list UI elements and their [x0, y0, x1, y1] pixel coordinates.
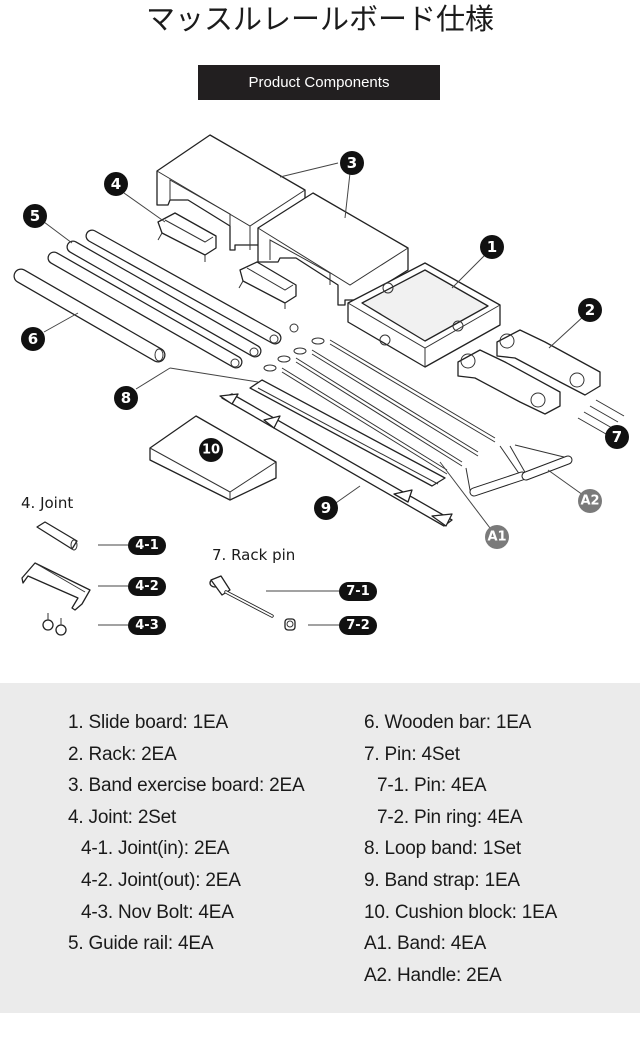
callout-a2: A2 — [578, 489, 602, 513]
spec-list-panel: 1. Slide board: 1EA 2. Rack: 2EA 3. Band e… — [0, 683, 640, 1013]
svg-text:A2: A2 — [580, 494, 599, 509]
svg-text:6: 6 — [28, 330, 38, 348]
callout-9: 9 — [314, 496, 338, 520]
spec-subitem: 7-1. Pin: 4EA — [377, 775, 487, 797]
joint-out-illustration — [21, 562, 91, 611]
spec-item: 3. Band exercise board: 2EA — [68, 775, 305, 797]
svg-text:10: 10 — [202, 443, 220, 458]
svg-text:7: 7 — [612, 428, 622, 446]
pins — [577, 399, 625, 435]
spec-item: 4. Joint: 2Set — [68, 806, 177, 828]
svg-text:3: 3 — [347, 154, 357, 172]
band-exercise-board-2 — [257, 192, 409, 306]
rack-pin-detail: 7. Rack pin 7-1 7-2 — [209, 546, 377, 635]
svg-text:5: 5 — [30, 207, 40, 225]
joint-in-illustration — [36, 521, 78, 551]
svg-text:7-1: 7-1 — [346, 584, 370, 599]
spec-item: 9. Band strap: 1EA — [364, 869, 520, 891]
nov-bolt-illustration — [42, 613, 67, 636]
spec-item: 7. Pin: 4Set — [364, 743, 460, 765]
svg-text:7-2: 7-2 — [346, 618, 370, 633]
svg-text:9: 9 — [321, 499, 331, 517]
joint-piece-2 — [238, 261, 297, 309]
bands — [263, 337, 496, 475]
callout-4: 4 — [104, 172, 128, 196]
joint-piece-1 — [157, 212, 217, 262]
spec-item: 5. Guide rail: 4EA — [68, 933, 214, 955]
spec-item: 8. Loop band: 1Set — [364, 838, 521, 860]
callout-7-1: 7-1 — [339, 582, 377, 601]
spec-item: A1. Band: 4EA — [364, 933, 487, 955]
callout-2: 2 — [578, 298, 602, 322]
svg-text:4-2: 4-2 — [135, 579, 159, 594]
svg-text:4-1: 4-1 — [135, 538, 159, 553]
svg-text:4-3: 4-3 — [135, 618, 159, 633]
handles — [465, 444, 573, 497]
section-badge-product-components: Product Components — [198, 65, 440, 100]
callout-10: 10 — [199, 438, 223, 462]
wooden-bar — [13, 268, 166, 363]
callout-5: 5 — [23, 204, 47, 228]
band-strap — [219, 393, 453, 527]
spec-subitem: 7-2. Pin ring: 4EA — [377, 806, 523, 828]
joint-detail: 4. Joint 4-1 4-2 4-3 — [21, 494, 166, 636]
pin-ring-illustration — [284, 618, 296, 631]
callout-8: 8 — [114, 386, 138, 410]
spec-item: 2. Rack: 2EA — [68, 743, 177, 765]
svg-text:2: 2 — [585, 301, 595, 319]
svg-text:4: 4 — [111, 175, 121, 193]
callout-a1: A1 — [485, 525, 509, 549]
spec-item: 1. Slide board: 1EA — [68, 712, 228, 733]
spec-list-right: 6. Wooden bar: 1EA 7. Pin: 4Set 7-1. Pin: … — [364, 707, 557, 991]
rack-pin-detail-title: 7. Rack pin — [212, 546, 295, 564]
spec-item: 10. Cushion block: 1EA — [364, 901, 558, 923]
svg-text:8: 8 — [121, 389, 131, 407]
callout-3: 3 — [340, 151, 364, 175]
spec-subitem: 4-1. Joint(in): 2EA — [81, 838, 230, 860]
spec-subitem: 4-2. Joint(out): 2EA — [81, 869, 241, 891]
pin-illustration — [209, 575, 274, 618]
components-diagram: 1 2 3 4 5 6 7 8 9 10 A1 A2 4. Joint 4-1 … — [13, 134, 629, 636]
page-title: マッスルレールボード仕様 — [145, 2, 494, 36]
svg-text:A1: A1 — [487, 530, 506, 545]
racks — [457, 329, 601, 415]
callout-4-2: 4-2 — [128, 577, 166, 596]
slide-board — [347, 262, 501, 368]
spec-item: A2. Handle: 2EA — [364, 964, 502, 986]
callout-7-2: 7-2 — [339, 616, 377, 635]
svg-text:1: 1 — [487, 238, 497, 256]
spec-item: 6. Wooden bar: 1EA — [364, 712, 532, 733]
spec-subitem: 4-3. Nov Bolt: 4EA — [81, 901, 234, 923]
callout-1: 1 — [480, 235, 504, 259]
guide-rails — [47, 218, 301, 369]
joint-detail-title: 4. Joint — [21, 494, 73, 512]
callout-4-1: 4-1 — [128, 536, 166, 555]
spec-list-left: 1. Slide board: 1EA 2. Rack: 2EA 3. Band e… — [68, 707, 305, 960]
callout-4-3: 4-3 — [128, 616, 166, 635]
leader-lines — [43, 162, 586, 529]
callout-6: 6 — [21, 327, 45, 351]
loop-band — [249, 379, 446, 487]
callout-7: 7 — [605, 425, 629, 449]
